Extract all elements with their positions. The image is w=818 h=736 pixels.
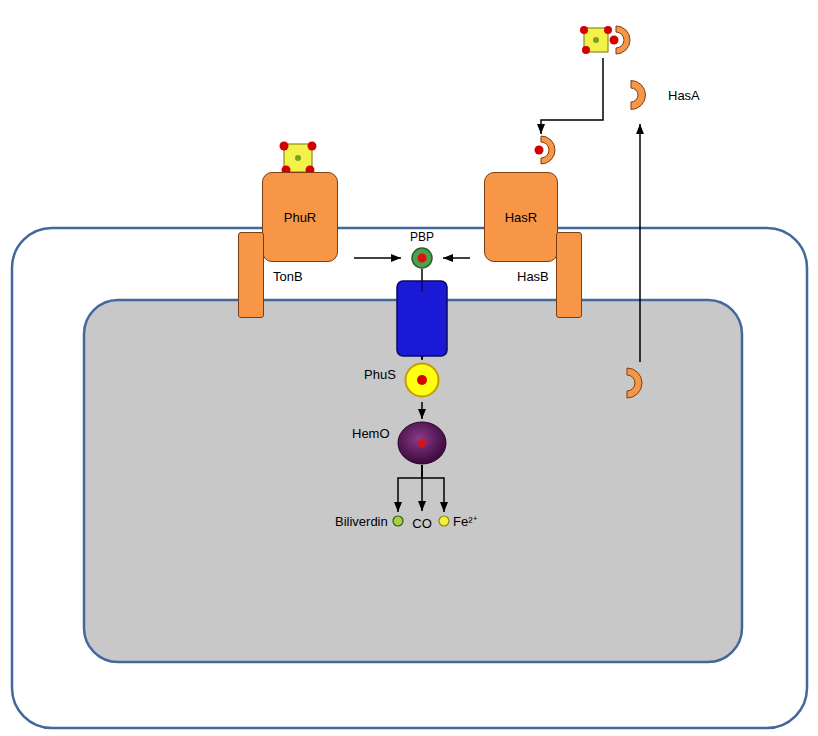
flow-arrow [398,465,422,512]
node-label: Biliverdin [335,514,388,529]
node-label: TonB [273,269,303,284]
node-label: Fe²⁺ [453,514,477,529]
flow-arrow [354,257,401,259]
hasa-cytoplasm [627,368,642,398]
flow-arrow [422,465,444,512]
node-label: PhuR [284,210,317,225]
secretion-arrow [639,124,641,362]
node-label: HemO [352,426,390,441]
outer-membrane [12,228,807,728]
product-biliverdin: Biliverdin [392,515,404,527]
flow-arrow [443,257,470,259]
binding-protein: PBP [411,247,433,269]
product-co: CO [411,514,433,529]
flow-arrow [421,402,423,419]
heme-symbol [280,142,317,175]
receptor-box: HasR [484,172,558,262]
node-label: HasB [517,269,549,284]
hasb-protein: HasB [556,232,582,318]
hasa-heme-bound [535,136,556,164]
chaperone-circle: PhuS [404,362,440,398]
node-label: PBP [410,230,434,245]
product-iron: Fe²⁺ [438,515,450,527]
receptor-box: PhuR [262,172,338,262]
oxygenase-ellipse: HemO [397,421,447,465]
node-label: PhuS [364,367,396,382]
node-label: HasA [668,88,700,103]
delivery-arrow [541,58,603,134]
hemophore: HasA [630,80,646,110]
node-label: CO [412,516,432,531]
abc-transporter [397,281,447,356]
heme-hasa-complex [580,26,630,54]
tonb-protein: TonB [238,232,264,318]
node-label: HasR [505,210,538,225]
